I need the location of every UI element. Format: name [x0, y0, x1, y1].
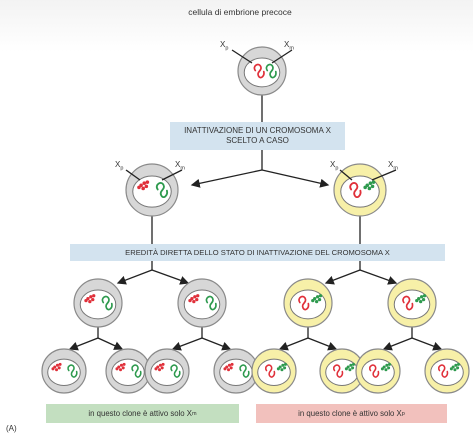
paternal-chromosome — [402, 295, 414, 311]
cell-g3-2 — [177, 278, 227, 328]
paternal-chromosome — [253, 63, 265, 79]
maternal-chromosome — [131, 364, 142, 378]
cell-g4-red-3 — [424, 348, 470, 394]
paternal-chromosome — [264, 364, 276, 378]
xm-label-left: Xm — [175, 160, 185, 172]
xm-label-top: Xm — [284, 40, 294, 52]
diagram-title: cellula di embrione precoce — [188, 7, 292, 17]
maternal-chromosome — [170, 364, 181, 378]
maternal-inactive — [344, 362, 356, 372]
cell-g4-green-1 — [105, 348, 151, 394]
paternal-inactive — [188, 294, 200, 304]
paternal-chromosome — [368, 364, 380, 378]
fork-arrow-3b — [411, 337, 443, 351]
arrow-right-b — [359, 269, 398, 285]
cell-g4-green-0 — [41, 348, 87, 394]
paternal-active-text: in questo clone è attivo solo X — [298, 409, 402, 418]
pointer-xm-top — [271, 49, 293, 64]
maternal-chromosome — [265, 63, 277, 79]
paternal-inactive — [137, 180, 150, 191]
fork-arrow-0a — [68, 337, 99, 351]
cell-xm-inactive — [333, 163, 387, 217]
cell-g4-red-0 — [251, 348, 297, 394]
fork-arrow-1b — [201, 337, 232, 351]
xm-label-right: Xm — [388, 160, 398, 172]
paternal-chromosome — [298, 295, 310, 311]
pointer-xp-left — [125, 169, 141, 181]
panel-label: (A) — [6, 424, 17, 433]
inheritance-text: EREDITÀ DIRETTA DELLO STATO DI INATTIVAZ… — [125, 248, 390, 257]
xp-label-right: Xp — [330, 160, 339, 172]
maternal-active-text: in questo clone è attivo solo X — [88, 409, 192, 418]
xp-label-top: Xp — [220, 40, 229, 52]
maternal-inactive — [415, 294, 427, 304]
maternal-inactive — [380, 362, 392, 372]
cell-g3-1 — [73, 278, 123, 328]
maternal-chromosome — [205, 295, 217, 311]
maternal-inactive — [449, 362, 461, 372]
arrow-to-right-cell — [261, 169, 330, 188]
paternal-chromosome — [437, 364, 449, 378]
cell-g4-green-3 — [213, 348, 259, 394]
maternal-chromosome — [155, 182, 169, 199]
cell-xp-inactive — [125, 163, 179, 217]
paternal-chromosome — [349, 182, 362, 199]
fork-arrow-2b — [307, 337, 338, 351]
fork-arrow-1a — [171, 337, 203, 351]
arrow-left-b — [151, 269, 190, 285]
random-inactivation-text: INATTIVAZIONE DI UN CROMOSOMA X SCELTO A… — [184, 126, 331, 145]
paternal-chromosome — [332, 364, 344, 378]
inheritance-banner: EREDITÀ DIRETTA DELLO STATO DI INATTIVAZ… — [70, 244, 445, 261]
maternal-chromosome — [67, 364, 78, 378]
pointer-xp-top — [231, 49, 253, 64]
top-shading — [0, 0, 473, 52]
arrow-left-a — [116, 269, 153, 285]
random-inactivation-banner: INATTIVAZIONE DI UN CROMOSOMA X SCELTO A… — [170, 122, 345, 150]
cell-early-embryo — [237, 46, 287, 96]
paternal-inactive — [84, 294, 96, 304]
cell-g4-green-2 — [144, 348, 190, 394]
pointer-xm-left — [161, 169, 183, 181]
maternal-chromosome — [101, 295, 113, 311]
paternal-inactive — [223, 362, 234, 372]
cell-g3-4 — [387, 278, 437, 328]
fork-arrow-3a — [382, 337, 413, 351]
cell-g3-3 — [283, 278, 333, 328]
cell-g4-red-1 — [319, 348, 365, 394]
fork-arrow-0b — [97, 337, 124, 350]
maternal-active-sub: m — [192, 410, 197, 417]
xp-label-left: Xp — [115, 160, 124, 172]
paternal-inactive — [115, 362, 126, 372]
cell-g4-red-2 — [355, 348, 401, 394]
arrow-to-left-cell — [190, 169, 263, 188]
maternal-inactive — [311, 294, 323, 304]
paternal-active-sub: p — [401, 410, 405, 417]
maternal-chromosome — [239, 364, 250, 378]
fork-arrow-2a — [278, 337, 309, 351]
maternal-inactive — [363, 180, 376, 191]
pointer-xp-right — [339, 169, 353, 181]
pointer-xm-right — [371, 169, 397, 181]
paternal-inactive — [51, 362, 62, 372]
arrow-right-a — [324, 269, 361, 285]
maternal-inactive — [276, 362, 288, 372]
paternal-inactive — [154, 362, 165, 372]
